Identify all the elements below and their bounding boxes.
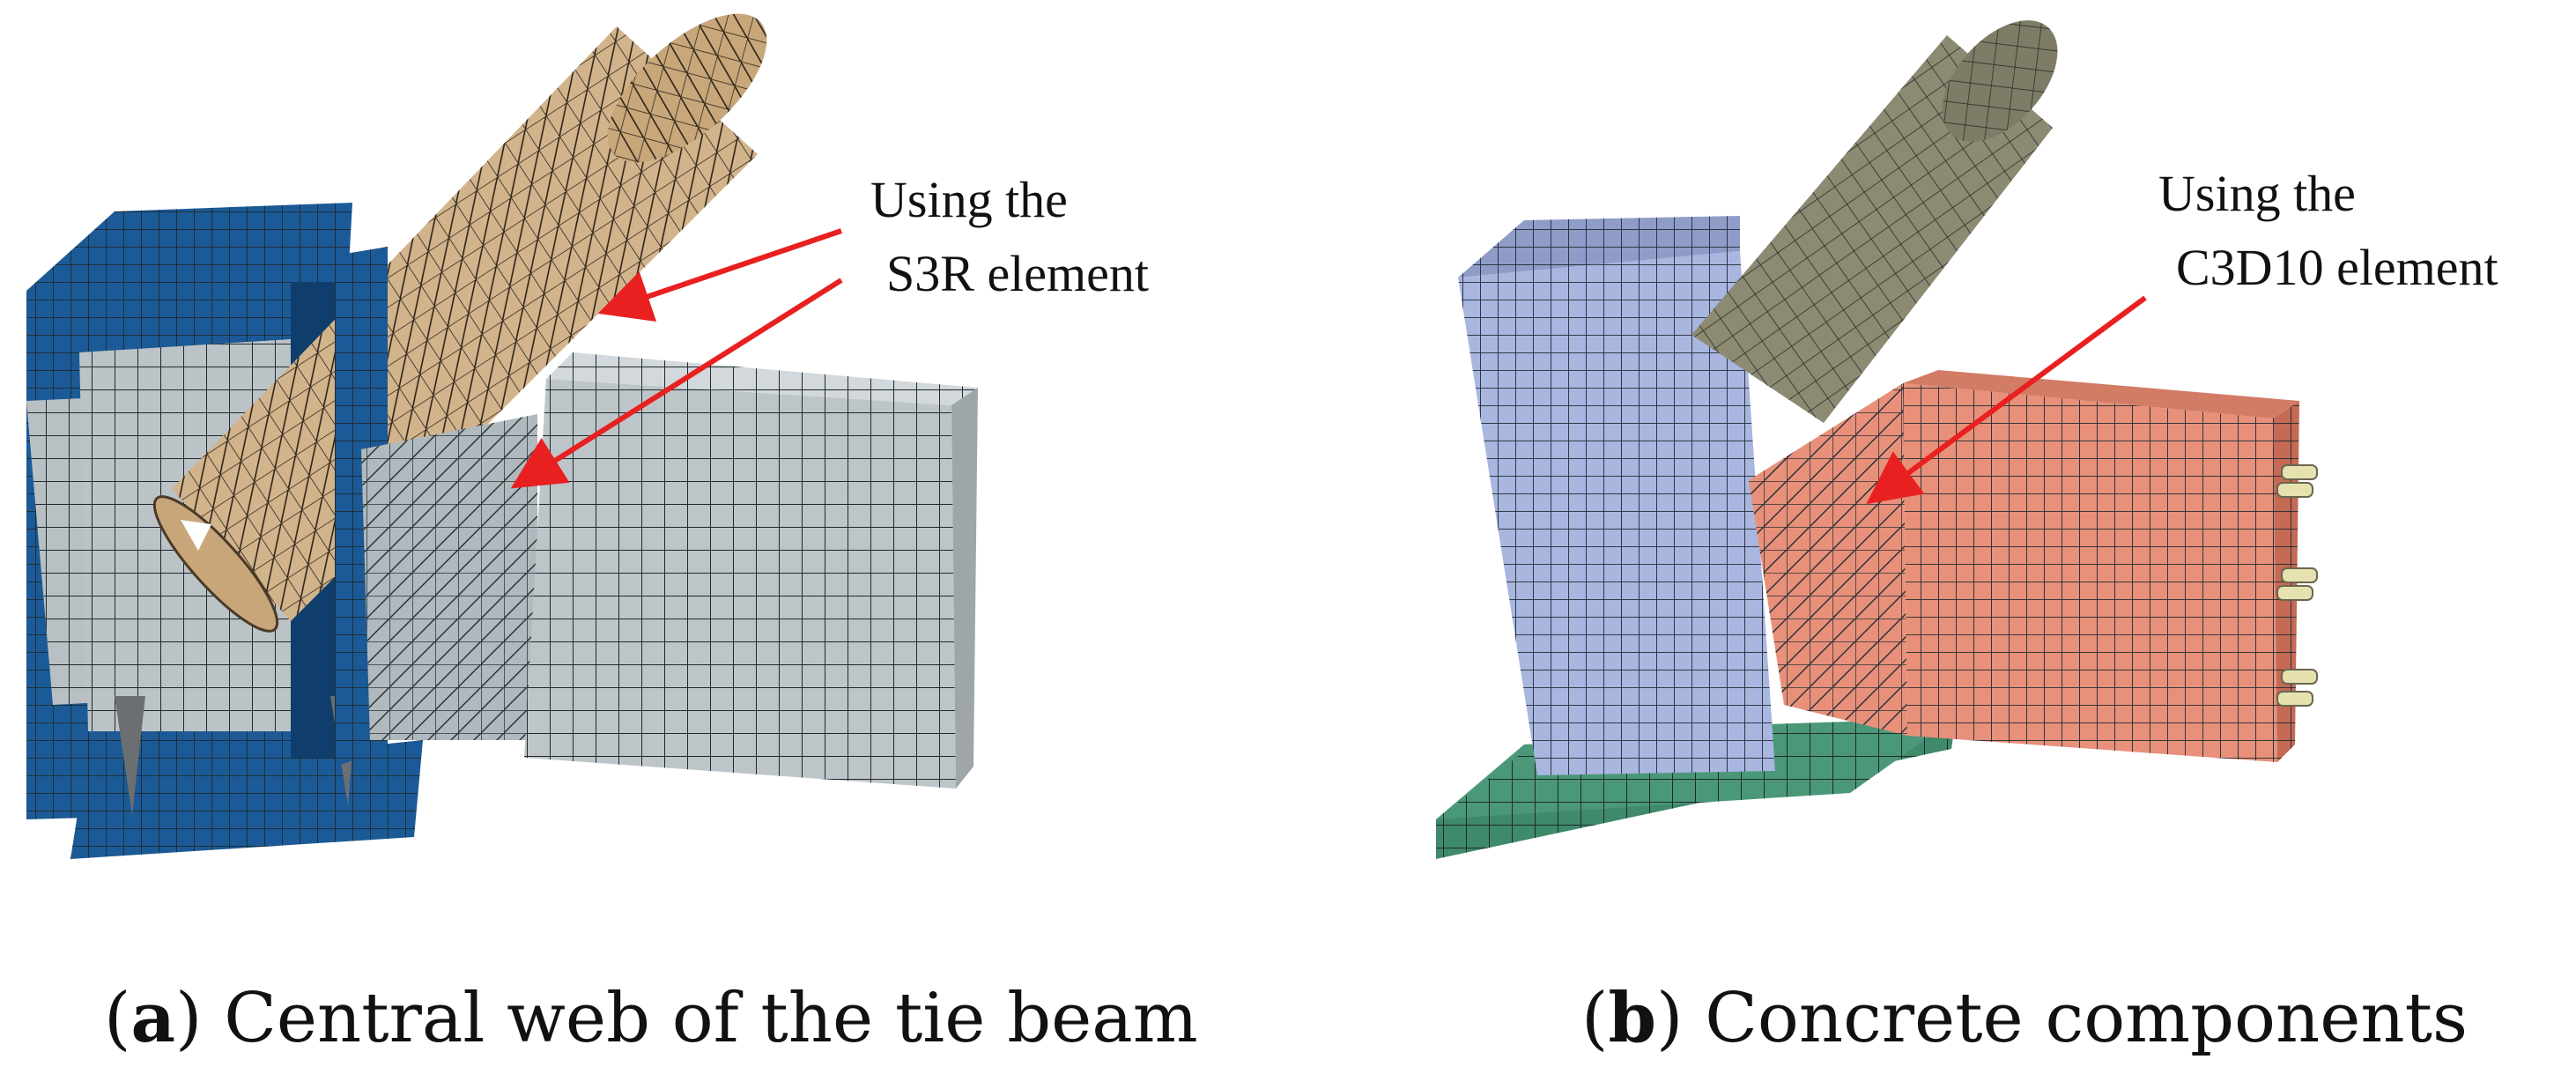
concrete-beam	[1749, 370, 2299, 762]
annotation-b-line2: C3D10 element	[2176, 239, 2498, 296]
web-triangular-mesh-zone	[361, 414, 537, 740]
annotation-arrow-beam	[1866, 295, 2147, 505]
annotation-a: Using the S3R element	[870, 163, 1149, 311]
annotation-a-line1: Using the	[870, 171, 1068, 228]
caption-a-open: (	[104, 979, 131, 1058]
caption-b-open: (	[1581, 979, 1609, 1058]
caption-b: (b) Concrete components	[1581, 978, 2468, 1058]
caption-b-letter: b	[1608, 978, 1656, 1058]
caption-a-letter: a	[130, 978, 175, 1058]
concrete-column	[1458, 216, 1775, 775]
caption-b-text: ) Concrete components	[1655, 979, 2469, 1058]
annotation-b: Using the C3D10 element	[2158, 157, 2498, 305]
concrete-tube	[1691, 20, 2058, 423]
annotation-arrow-web	[510, 278, 843, 489]
panel-a-model	[26, 13, 978, 859]
panel-b-model	[1436, 20, 2318, 859]
stiffener-left	[115, 696, 145, 815]
annotation-arrow-tube	[597, 228, 842, 322]
caption-a-text: ) Central web of the tie beam	[174, 979, 1198, 1058]
steel-tube	[152, 13, 767, 633]
caption-a: (a) Central web of the tie beam	[104, 978, 1198, 1058]
annotation-a-line2: S3R element	[886, 245, 1150, 302]
annotation-b-line1: Using the	[2158, 165, 2356, 222]
tie-beam-box	[524, 352, 978, 789]
rebar-stubs	[2276, 464, 2318, 707]
